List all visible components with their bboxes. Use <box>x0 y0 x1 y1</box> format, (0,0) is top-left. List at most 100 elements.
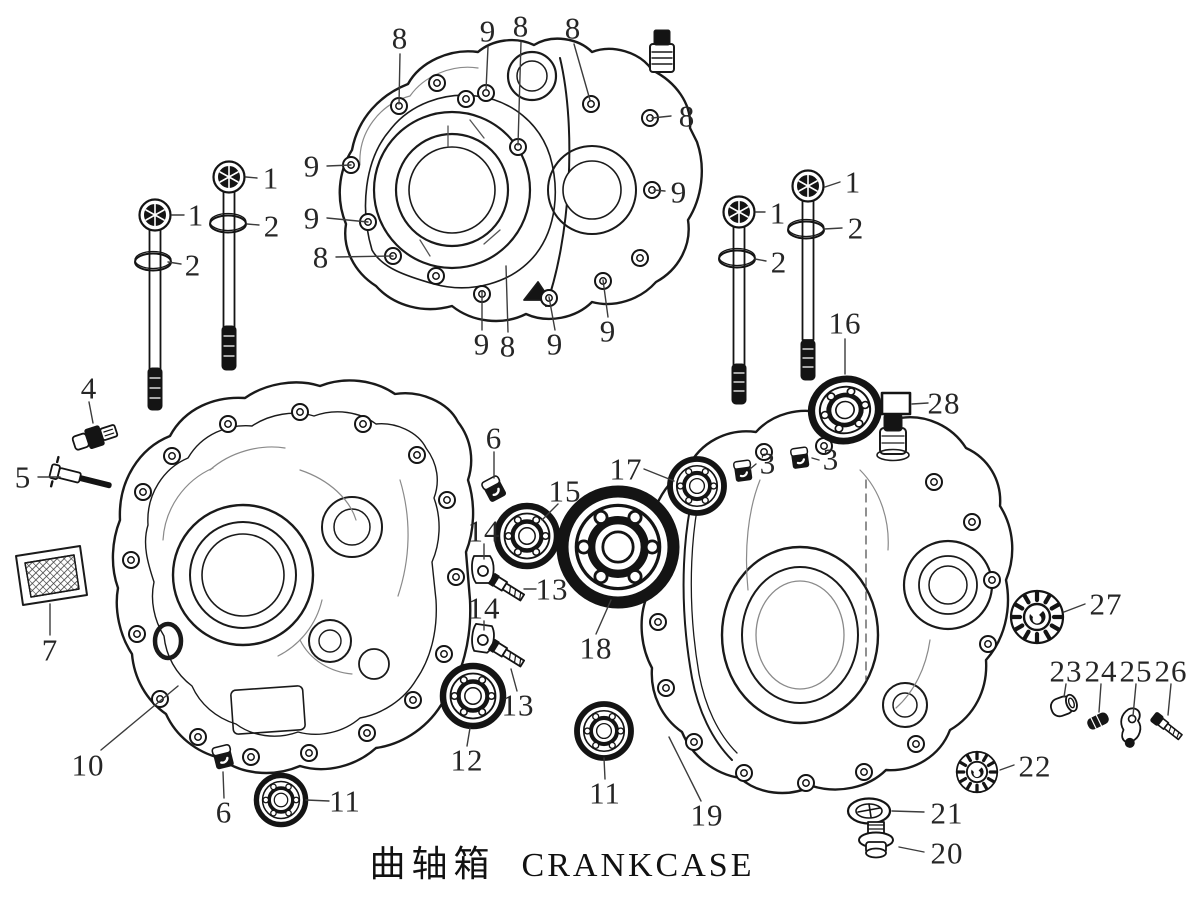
callout-label-24-44: 24 <box>1084 653 1118 689</box>
callout-label-7-25: 7 <box>41 632 59 668</box>
bolt-1-left-a <box>134 198 172 411</box>
leader-line <box>754 258 767 262</box>
title-chinese: 曲轴箱 <box>369 844 496 884</box>
bearing-12 <box>443 666 503 726</box>
leader-line <box>88 401 94 424</box>
callout-label-8-4: 8 <box>678 98 696 134</box>
leader-line <box>100 685 179 751</box>
part-3-dowel-b <box>789 445 811 471</box>
callout-label-17-31: 17 <box>609 451 643 487</box>
bearing-11-left <box>256 775 305 824</box>
callout-label-3-40: 3 <box>759 445 777 481</box>
washer-2 <box>209 212 247 234</box>
leader-line <box>246 223 260 226</box>
callout-label-27-42: 27 <box>1089 586 1123 622</box>
leader-line <box>167 261 182 265</box>
leader-line <box>305 799 330 802</box>
part-27-tappet-cap <box>1011 591 1063 643</box>
callout-label-15-30: 15 <box>548 473 582 509</box>
leader-line <box>1132 683 1137 717</box>
leader-line <box>602 279 609 318</box>
part-5-contact-screw <box>48 455 112 489</box>
callout-label-9-1: 9 <box>479 13 497 49</box>
leader-line <box>326 217 369 223</box>
bearing-17 <box>670 459 724 513</box>
callout-label-2-20: 2 <box>847 210 865 246</box>
leader-line <box>891 810 925 813</box>
callout-label-11-38: 11 <box>589 775 621 811</box>
leader-line <box>335 255 394 258</box>
callout-label-18-37: 18 <box>579 630 613 666</box>
leader-line <box>1098 683 1102 713</box>
callout-label-9-12: 9 <box>599 313 617 349</box>
leader-line <box>505 265 509 333</box>
callout-label-9-7: 9 <box>303 200 321 236</box>
callout-label-5-24: 5 <box>14 459 32 495</box>
callout-label-21-48: 21 <box>930 795 964 831</box>
part-23-bushing <box>1049 693 1078 718</box>
leader-line <box>898 846 925 853</box>
bolt-1-right-b <box>787 169 825 381</box>
part-14-bracket-a <box>471 555 495 584</box>
part-4-switch <box>71 424 119 451</box>
callout-label-9-6: 9 <box>303 148 321 184</box>
part-28-shim <box>880 391 912 416</box>
bearing-16 <box>805 372 885 448</box>
leader-line <box>643 468 675 482</box>
leader-line <box>466 727 471 747</box>
callout-label-2-18: 2 <box>770 244 788 280</box>
part-3-dowel-a <box>732 458 754 484</box>
part-21-sealing-washer <box>846 797 892 825</box>
crankcase-assembly-top <box>338 29 703 323</box>
callout-label-1-17: 1 <box>769 195 787 231</box>
leader-line <box>999 764 1015 771</box>
callout-label-10-26: 10 <box>71 747 105 783</box>
filler-plug <box>649 29 675 73</box>
leader-line <box>485 46 489 91</box>
callout-label-2-14: 2 <box>184 247 202 283</box>
bolt-1-left-b <box>209 160 247 371</box>
leader-line <box>517 41 522 146</box>
callout-label-9-11: 9 <box>546 326 564 362</box>
callout-label-8-10: 8 <box>499 328 517 364</box>
callout-label-19-39: 19 <box>690 797 724 833</box>
leader-line <box>222 771 225 799</box>
crankcase-right-half <box>640 404 1014 795</box>
callout-label-3-41: 3 <box>822 441 840 477</box>
leader-lines <box>37 41 1172 853</box>
part-25-guide <box>1120 707 1142 748</box>
part-7-oil-screen <box>15 545 88 606</box>
part-6-dowel-a <box>479 473 509 505</box>
callout-label-1-15: 1 <box>262 160 280 196</box>
callout-label-14-32: 14 <box>467 513 501 549</box>
bolt-1-right-a <box>718 195 756 405</box>
callout-label-13-35: 13 <box>501 687 535 723</box>
callout-label-28-22: 28 <box>927 385 961 421</box>
leader-line <box>651 115 672 119</box>
callout-label-6-27: 6 <box>215 794 233 830</box>
leader-line <box>573 43 591 101</box>
callout-label-23-43: 23 <box>1049 653 1083 689</box>
leader-line <box>749 463 757 470</box>
leader-line <box>824 181 841 188</box>
part-14-bracket-b <box>471 622 495 654</box>
crankcase-left-half <box>111 379 475 775</box>
callout-label-9-5: 9 <box>670 174 688 210</box>
leader-line <box>548 296 556 331</box>
callout-label-1-13: 1 <box>187 197 205 233</box>
callout-label-4-23: 4 <box>80 370 98 406</box>
callout-label-25-45: 25 <box>1119 653 1153 689</box>
callout-label-6-29: 6 <box>485 420 503 456</box>
callout-label-8-8: 8 <box>312 239 330 275</box>
leader-line <box>245 176 258 179</box>
leader-line <box>398 53 401 105</box>
callout-label-11-28: 11 <box>329 783 361 819</box>
callout-label-22-47: 22 <box>1018 748 1052 784</box>
leader-line <box>653 189 666 192</box>
leader-line <box>603 757 606 780</box>
callout-label-8-3: 8 <box>564 10 582 46</box>
breather-plug <box>876 413 910 462</box>
leader-line <box>811 457 820 461</box>
leader-line <box>1167 683 1172 716</box>
